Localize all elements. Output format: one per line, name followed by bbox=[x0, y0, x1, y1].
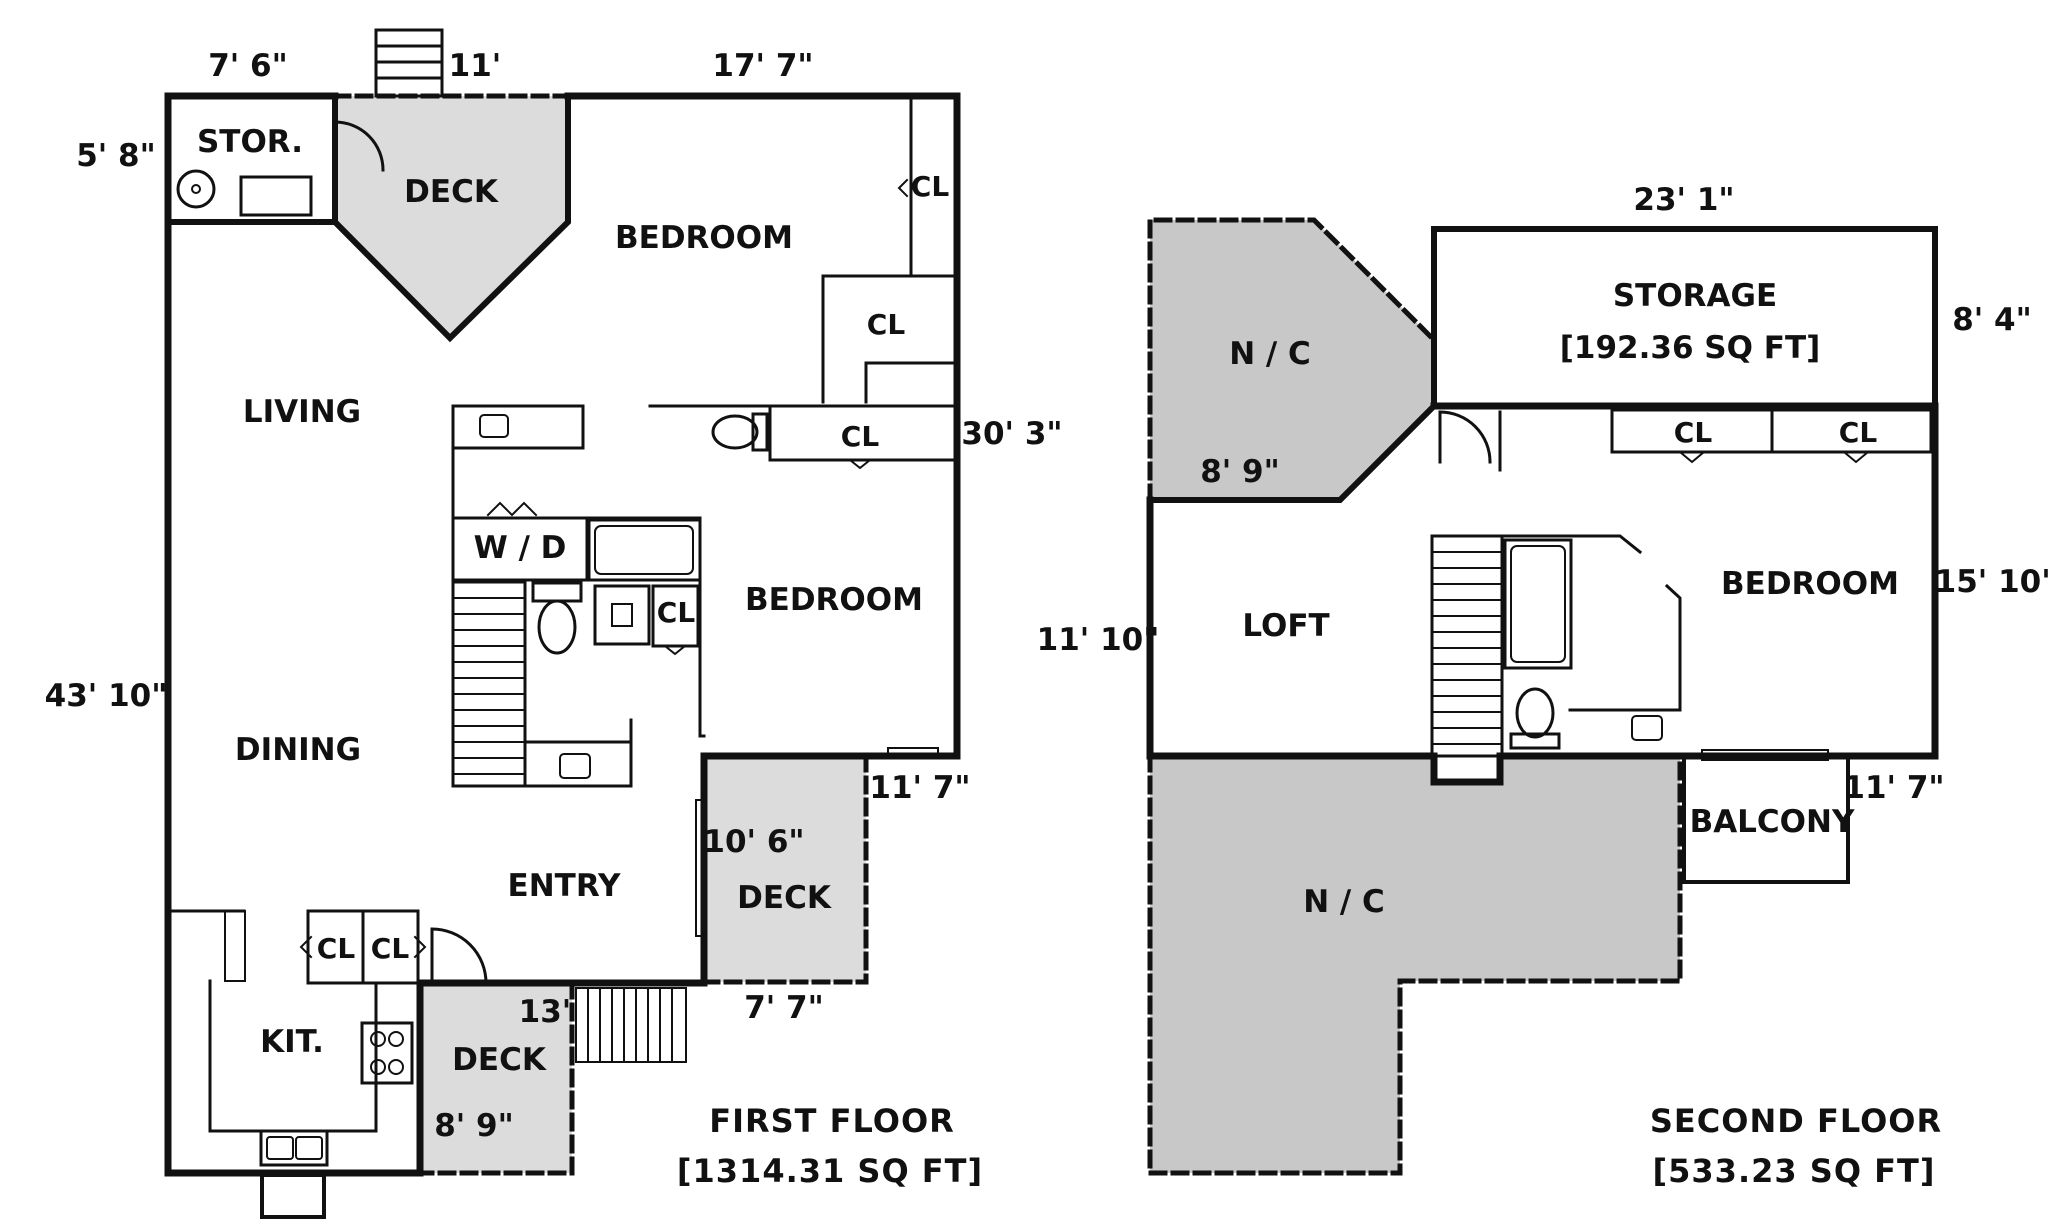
dim-bottom-deck-width: 8' 9" bbox=[434, 1108, 514, 1144]
nc-top-label: N / C bbox=[1229, 336, 1311, 372]
dim-bedroom-width: 17' 7" bbox=[712, 48, 813, 84]
storage-label: STORAGE bbox=[1613, 278, 1777, 314]
first-floor-area: [1314.31 SQ FT] bbox=[677, 1152, 983, 1190]
stor-label: STOR. bbox=[197, 124, 303, 160]
dim-bedroom-depth: 30' 3" bbox=[961, 416, 1062, 452]
deck-bottom-dashed bbox=[417, 980, 575, 1176]
sliding-door-bedroom bbox=[887, 747, 939, 759]
nc-bottom-label: N / C bbox=[1303, 884, 1385, 920]
dim-storage-width: 23' 1" bbox=[1633, 182, 1734, 218]
deck-bottom-area bbox=[420, 983, 572, 1173]
entry-door bbox=[430, 927, 488, 985]
nc-top-area bbox=[1150, 220, 1434, 500]
kitchen-bay bbox=[260, 1173, 326, 1219]
sliding-door-right-deck bbox=[695, 799, 707, 937]
dim-overall-depth: 43' 10" bbox=[45, 678, 168, 714]
dim-deck-width: 11' bbox=[449, 48, 502, 84]
balcony-sliding-door bbox=[1701, 749, 1829, 761]
nc-top-wall bbox=[1147, 401, 1439, 503]
kitchen-sink bbox=[259, 1129, 329, 1167]
closet-5-label: CL bbox=[317, 932, 356, 965]
storage-door bbox=[333, 120, 385, 172]
entry-label: ENTRY bbox=[508, 868, 621, 904]
bath-wall bbox=[1568, 583, 1682, 712]
loft-door bbox=[1438, 410, 1492, 464]
sf-bedroom-label: BEDROOM bbox=[1721, 566, 1899, 602]
closet-partition bbox=[821, 274, 959, 404]
washer-dryer-label: W / D bbox=[474, 530, 567, 566]
toilet-3 bbox=[1515, 687, 1555, 739]
water-heater bbox=[176, 169, 216, 209]
storage-room bbox=[1431, 226, 1938, 409]
second-floor-labels: N / C STORAGE [192.36 SQ FT] CL CL LOFT … bbox=[1037, 182, 2048, 1190]
dining-label: DINING bbox=[235, 732, 361, 768]
closet-6-label: CL bbox=[371, 932, 410, 965]
toilet-1 bbox=[711, 414, 759, 450]
top-steps bbox=[374, 28, 444, 98]
second-floor-area: [533.23 SQ FT] bbox=[1653, 1152, 1936, 1190]
dim-bottom-deck-height: 13' bbox=[519, 994, 572, 1030]
bathtub-2 bbox=[1503, 538, 1573, 670]
dim-sf-bedroom-depth: 15' 10" bbox=[1935, 564, 2048, 600]
bedroom-2-label: BEDROOM bbox=[745, 582, 923, 618]
dim-stor-width: 7' 6" bbox=[208, 48, 288, 84]
closet-1-label: CL bbox=[911, 170, 950, 203]
kitchen-label: KIT. bbox=[260, 1024, 324, 1060]
stove bbox=[360, 1021, 414, 1085]
closet-3-label: CL bbox=[841, 420, 880, 453]
dim-right-deck-depth: 11' 7" bbox=[869, 770, 970, 806]
kitchen-closet-2 bbox=[361, 909, 420, 985]
bedroom-1-label: BEDROOM bbox=[615, 220, 793, 256]
entry-steps bbox=[575, 987, 687, 1063]
nc-bottom-area bbox=[1150, 756, 1680, 1173]
first-floor-title: FIRST FLOOR bbox=[709, 1102, 955, 1140]
loft-label: LOFT bbox=[1242, 608, 1329, 644]
storage-area-label: [192.36 SQ FT] bbox=[1560, 330, 1821, 366]
washer-dryer bbox=[451, 516, 589, 582]
exterior-wall-top bbox=[416, 92, 961, 1177]
second-floor-exterior bbox=[1146, 496, 1438, 760]
deck-bottom-label: DECK bbox=[452, 1042, 547, 1078]
storage-unit bbox=[239, 175, 313, 217]
bathtub-1 bbox=[587, 518, 702, 582]
deck-top-label: DECK bbox=[404, 174, 499, 210]
deck-right-dashed bbox=[701, 753, 869, 985]
dim-loft-depth: 11' 10" bbox=[1037, 622, 1160, 658]
dim-stor-depth: 5' 8" bbox=[76, 138, 156, 174]
first-floor-plan bbox=[164, 28, 961, 1219]
sf-closet-2-label: CL bbox=[1839, 416, 1878, 449]
dim-right-deck-width: 7' 7" bbox=[744, 990, 824, 1026]
nc-bottom-dashed bbox=[1147, 753, 1683, 1176]
first-floor-stairs bbox=[451, 580, 527, 788]
deck-angled-wall bbox=[330, 93, 571, 343]
second-floor-plan bbox=[1146, 217, 1939, 1176]
second-floor-stairs bbox=[1430, 534, 1504, 758]
toilet-2 bbox=[537, 599, 577, 655]
deck-right-label: DECK bbox=[737, 880, 832, 916]
closet-2-label: CL bbox=[867, 308, 906, 341]
deck-right-area bbox=[704, 756, 866, 982]
dim-storage-depth: 8' 4" bbox=[1952, 302, 2032, 338]
living-label: LIVING bbox=[243, 394, 361, 430]
sf-closet-1-label: CL bbox=[1674, 416, 1713, 449]
second-floor-title: SECOND FLOOR bbox=[1650, 1102, 1942, 1140]
deck-top-area bbox=[335, 96, 568, 338]
dim-nc-width: 8' 9" bbox=[1200, 454, 1280, 490]
balcony bbox=[1682, 754, 1850, 884]
dim-right-deck-height: 10' 6" bbox=[703, 824, 804, 860]
dim-balcony-width: 11' 7" bbox=[1843, 770, 1944, 806]
stair-well bbox=[1430, 752, 1504, 786]
balcony-label: BALCONY bbox=[1690, 804, 1855, 840]
closet-4-label: CL bbox=[657, 596, 696, 629]
first-floor-labels: STOR. DECK BEDROOM CL CL CL LIVING W / D… bbox=[45, 48, 1063, 1190]
bedroom-closet-2 bbox=[1770, 408, 1933, 454]
